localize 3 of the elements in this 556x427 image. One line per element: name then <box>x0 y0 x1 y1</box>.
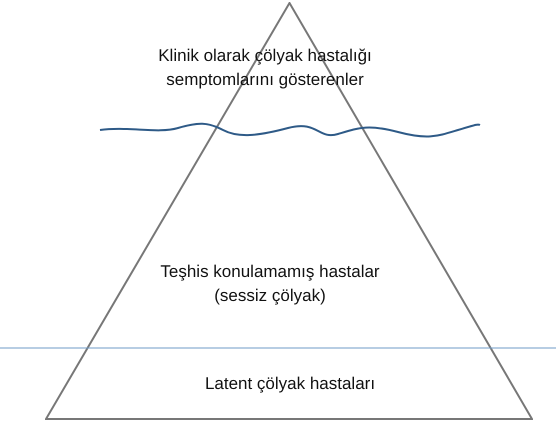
zone-label: Latent çölyak hastaları <box>204 373 376 395</box>
zone-label: Teşhis konulamamış hastalar (sessiz çölyak) <box>159 261 381 307</box>
iceberg-triangle <box>45 2 533 420</box>
